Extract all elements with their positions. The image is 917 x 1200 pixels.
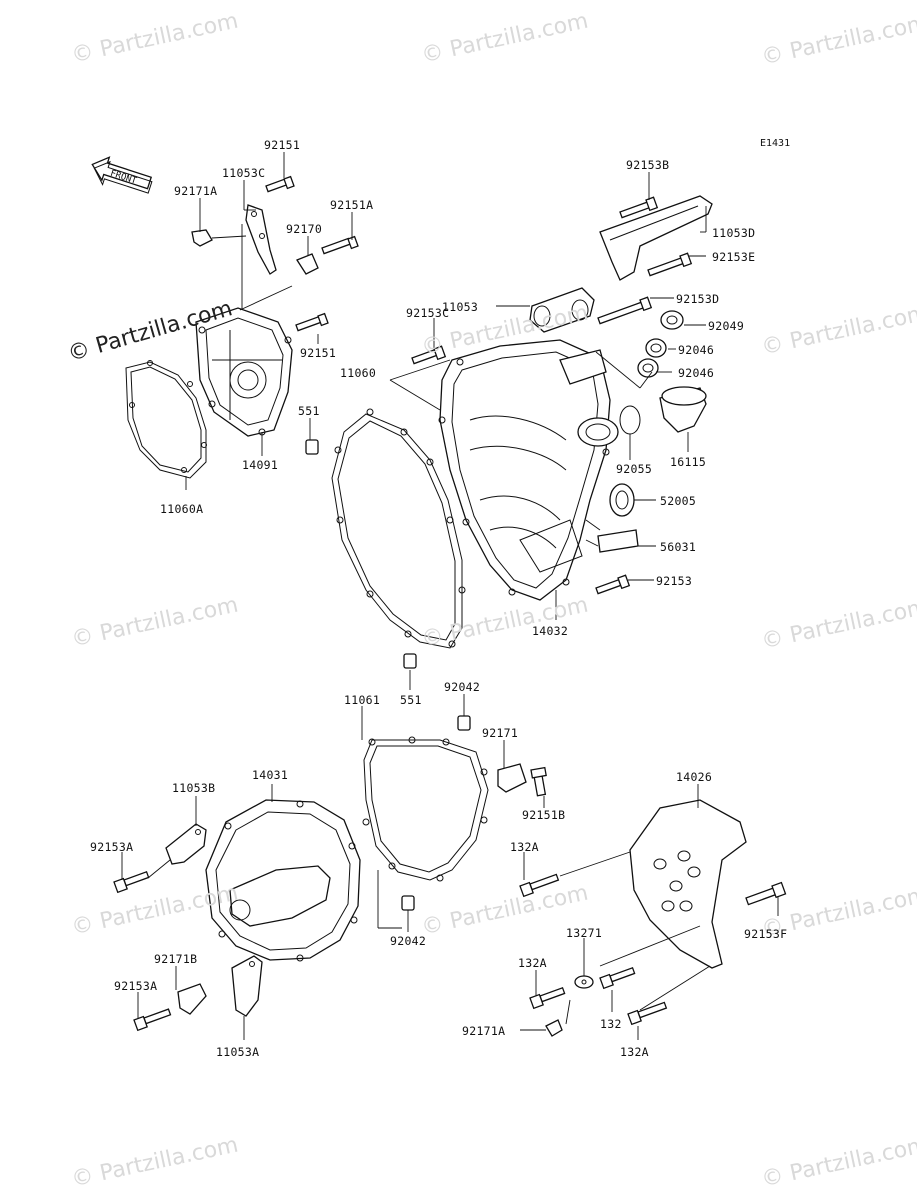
bracket-11053c	[245, 204, 277, 275]
part-label: 92046	[678, 366, 715, 380]
part-label: 92153A	[114, 979, 158, 993]
part-label: 551	[298, 404, 320, 418]
generator-cover-14031	[205, 799, 361, 962]
part-label: 92151A	[330, 198, 374, 212]
part-label: 92153D	[676, 292, 720, 306]
part-label: 92153A	[90, 840, 134, 854]
bolt-92153e	[647, 252, 693, 277]
diagram-code: E1431	[760, 138, 791, 149]
bearing-92046-a	[645, 338, 667, 358]
part-label: 16115	[670, 455, 707, 469]
bolt-132	[599, 966, 636, 990]
part-label: 14031	[252, 768, 289, 782]
part-label: 11060	[340, 366, 377, 380]
part-label: 13271	[566, 926, 603, 940]
part-label: 92151	[300, 346, 337, 360]
bolt-132a-mid	[529, 986, 566, 1010]
gasket-11060	[331, 408, 466, 649]
bolt-92153b	[619, 196, 659, 219]
part-label: 92042	[444, 680, 481, 694]
part-label: 52005	[660, 494, 697, 508]
bracket-11053d	[599, 195, 713, 281]
part-label: 11053D	[712, 226, 756, 240]
part-label: 92171	[482, 726, 519, 740]
bolt-132a-top	[519, 873, 560, 898]
bolt-92151-top	[265, 175, 295, 193]
bolt-92153c	[411, 345, 447, 365]
front-arrow-icon: FRONT	[91, 156, 153, 194]
part-label: 92042	[390, 934, 427, 948]
clutch-cover-14032	[438, 339, 619, 601]
bracket-11053b	[165, 823, 207, 865]
washer-13271	[574, 975, 594, 989]
part-label: 132A	[510, 840, 539, 854]
part-label: 92151	[264, 138, 301, 152]
part-label: 92055	[616, 462, 653, 476]
bolt-92151a	[321, 235, 359, 255]
part-label: 11053B	[172, 781, 216, 795]
bolt-92151-mid	[295, 312, 329, 332]
bearing-92049	[660, 310, 684, 330]
bolt-92153	[595, 574, 631, 595]
part-label: 56031	[660, 540, 697, 554]
part-label: 551	[400, 693, 422, 707]
part-label: 14026	[676, 770, 713, 784]
part-label: 11053A	[216, 1045, 260, 1059]
part-label: 11060A	[160, 502, 204, 516]
bolt-92153f	[745, 881, 787, 906]
part-label: 14091	[242, 458, 279, 472]
part-label: 92153F	[744, 927, 788, 941]
part-label: 132	[600, 1017, 622, 1031]
clip-92171a-bottom	[545, 1019, 563, 1037]
part-label: 11053	[442, 300, 479, 314]
gasket-11061	[362, 736, 489, 882]
part-label: 132A	[518, 956, 547, 970]
dowel-92042-bottom	[401, 895, 415, 911]
o-ring-92055	[619, 405, 641, 435]
part-label: 92153E	[712, 250, 756, 264]
part-label: 92153B	[626, 158, 670, 172]
bolt-132a-bottom	[627, 1001, 668, 1026]
part-label: 92049	[708, 319, 745, 333]
bracket-11053a	[231, 955, 263, 1017]
bolt-92153d	[597, 296, 653, 325]
part-label: 92171B	[154, 952, 198, 966]
clip-92171	[497, 763, 527, 793]
dowel-551-top	[305, 439, 319, 455]
clip-92171a	[191, 229, 213, 247]
dowel-551-bottom	[403, 653, 417, 669]
part-label: 92153	[656, 574, 693, 588]
gasket-11060a	[125, 361, 207, 479]
bolt-92153a-top	[113, 870, 150, 894]
part-label: 14032	[532, 624, 569, 638]
clip-92171b	[177, 983, 207, 1015]
part-label: 92153C	[406, 306, 450, 320]
seal-52005	[609, 483, 635, 517]
part-label: 92171A	[462, 1024, 506, 1038]
cover-14091	[195, 307, 293, 437]
bolt-92153a-bottom	[133, 1008, 172, 1032]
part-label: 132A	[620, 1045, 649, 1059]
part-label: 11061	[344, 693, 381, 707]
leader-lines	[121, 152, 779, 1040]
part-label: 92170	[286, 222, 323, 236]
bearing-92046-b	[637, 358, 659, 378]
guard-14026	[629, 799, 747, 969]
part-label: 92046	[678, 343, 715, 357]
bolt-92151b	[530, 766, 547, 797]
part-label: 92151B	[522, 808, 566, 822]
part-label: 11053C	[222, 166, 266, 180]
bracket-11053	[529, 287, 595, 333]
cap-16115	[659, 386, 707, 433]
dowel-92042-top	[457, 715, 471, 731]
plate-56031	[597, 529, 639, 553]
part-label: 92171A	[174, 184, 218, 198]
collar-92170	[296, 253, 319, 275]
